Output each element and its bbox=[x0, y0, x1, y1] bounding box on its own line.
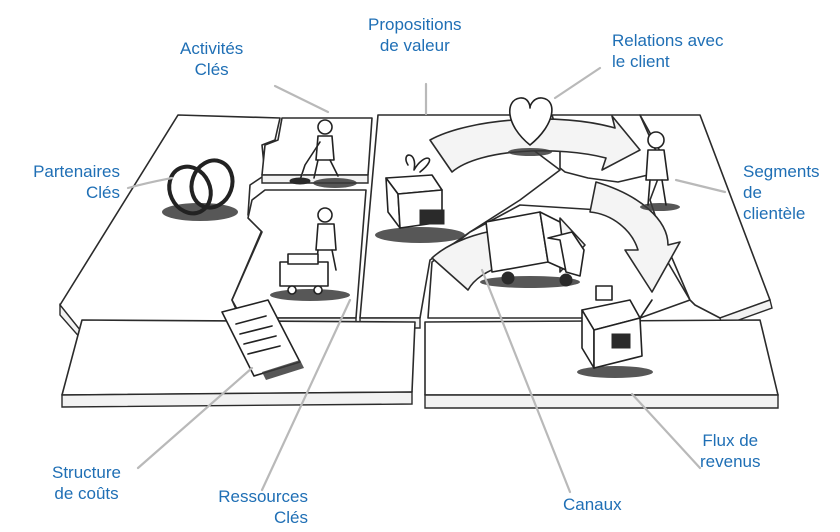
leader-canaux bbox=[480, 268, 572, 494]
gift-box-icon bbox=[375, 154, 465, 243]
label-segments-line1: Segments bbox=[743, 162, 820, 181]
label-flux-revenus: Flux de revenus bbox=[700, 430, 760, 472]
label-structure-line1: Structure bbox=[52, 463, 121, 482]
label-propositions-line1: Propositions bbox=[368, 15, 462, 34]
leader-structure bbox=[136, 366, 254, 470]
truck-icon bbox=[480, 211, 585, 288]
label-flux-line1: Flux de bbox=[702, 431, 759, 450]
relations-arrow bbox=[429, 115, 641, 173]
label-ressources-cles: Ressources Clés bbox=[190, 486, 308, 528]
label-partenaires-line1: Partenaires bbox=[33, 162, 120, 181]
leader-relations bbox=[553, 66, 602, 100]
cash-register-icon bbox=[577, 285, 653, 378]
leader-activites bbox=[273, 84, 330, 114]
label-flux-line2: revenus bbox=[700, 452, 761, 471]
heart-icon bbox=[508, 97, 553, 156]
label-partenaires-cles: Partenaires Clés bbox=[10, 161, 120, 203]
leader-partenaires bbox=[126, 176, 174, 190]
customer-icon bbox=[640, 131, 680, 211]
flux-revenus-board-edge bbox=[424, 394, 779, 409]
worker-digging-icon bbox=[289, 119, 357, 188]
label-activites-line1: Activités bbox=[180, 39, 244, 58]
leader-ressources bbox=[260, 298, 352, 492]
label-structure-line2: de coûts bbox=[54, 484, 119, 503]
label-segments-line2: de bbox=[743, 183, 762, 202]
label-relations-line2: le client bbox=[612, 52, 670, 71]
label-activites-cles: Activités Clés bbox=[180, 38, 243, 80]
label-segments-clientele: Segments de clientèle bbox=[743, 161, 820, 224]
label-propositions-valeur: Propositions de valeur bbox=[368, 14, 462, 56]
canaux-arrow bbox=[589, 181, 681, 293]
leader-segments bbox=[674, 178, 727, 194]
label-relations-line1: Relations avec bbox=[612, 31, 724, 50]
label-structure-couts: Structure de coûts bbox=[52, 462, 121, 504]
label-partenaires-line2: Clés bbox=[85, 183, 120, 202]
label-segments-line3: clientèle bbox=[743, 204, 806, 223]
document-icon bbox=[221, 299, 304, 380]
rings-icon bbox=[162, 158, 238, 221]
leader-flux bbox=[630, 392, 702, 470]
label-activites-line2: Clés bbox=[194, 60, 229, 79]
structure-couts-board-edge bbox=[61, 391, 413, 408]
worker-machine-icon bbox=[270, 207, 350, 301]
label-ressources-line1: Ressources bbox=[218, 487, 308, 506]
label-canaux: Canaux bbox=[563, 494, 622, 515]
label-ressources-line2: Clés bbox=[273, 508, 308, 527]
label-propositions-line2: de valeur bbox=[379, 36, 450, 55]
label-relations-client: Relations avec le client bbox=[612, 30, 724, 72]
label-canaux-line1: Canaux bbox=[563, 495, 622, 514]
